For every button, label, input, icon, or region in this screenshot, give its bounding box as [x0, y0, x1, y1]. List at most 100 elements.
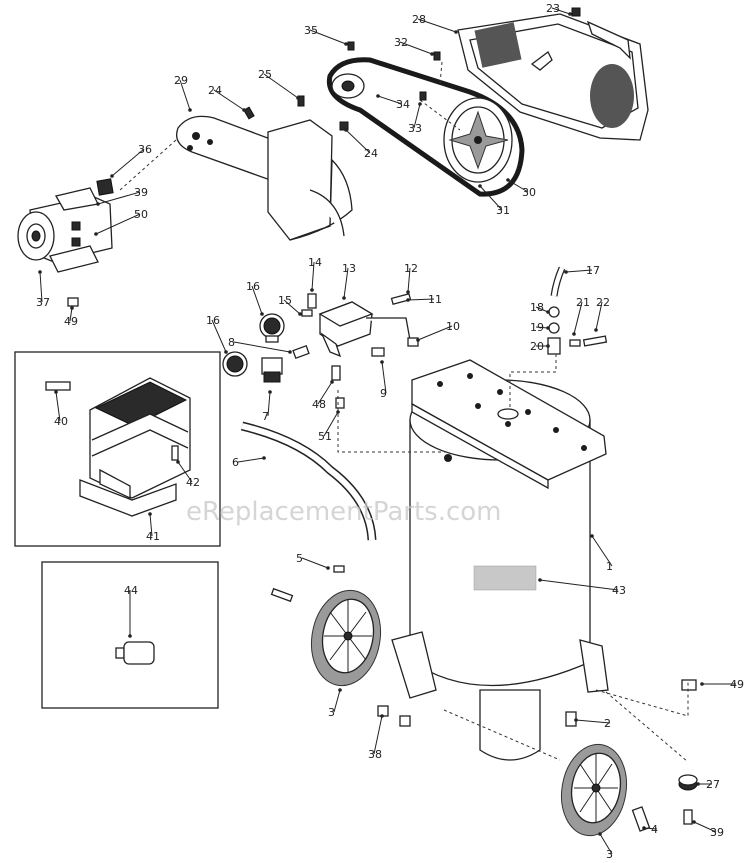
callout-c11[interactable]: 11 — [428, 293, 442, 306]
fittings[interactable] — [292, 292, 419, 409]
leader-c35 — [309, 29, 347, 45]
callout-c51[interactable]: 51 — [318, 430, 332, 443]
callout-c41[interactable]: 41 — [146, 530, 160, 543]
callout-c49b[interactable]: 49 — [730, 678, 744, 691]
pump-fittings[interactable] — [45, 381, 179, 461]
callout-c48[interactable]: 48 — [312, 398, 326, 411]
callout-c42[interactable]: 42 — [186, 476, 200, 489]
pressure-switch[interactable] — [318, 301, 374, 358]
leader-c32 — [399, 41, 433, 55]
callout-c21[interactable]: 21 — [576, 296, 590, 309]
motor-pulley[interactable] — [331, 73, 365, 99]
leader-c7 — [267, 391, 271, 417]
callout-c50[interactable]: 50 — [134, 208, 148, 221]
callout-c30[interactable]: 30 — [522, 186, 536, 199]
arrowhead-c8 — [288, 350, 292, 354]
leader-c42 — [177, 461, 193, 483]
check-valve[interactable] — [547, 306, 608, 355]
callout-c28[interactable]: 28 — [412, 13, 426, 26]
hardware-bolts[interactable] — [67, 297, 698, 832]
compressor-pump[interactable] — [79, 377, 191, 517]
callout-c8[interactable]: 8 — [228, 336, 235, 349]
regulator[interactable] — [261, 357, 283, 383]
callout-c31[interactable]: 31 — [496, 204, 510, 217]
callout-c27[interactable]: 27 — [706, 778, 720, 791]
callout-c3a[interactable]: 3 — [328, 706, 335, 719]
callout-c37[interactable]: 37 — [36, 296, 50, 309]
callout-c24a[interactable]: 24 — [208, 84, 222, 97]
callout-c24b[interactable]: 24 — [364, 147, 378, 160]
air-filter[interactable] — [115, 641, 155, 665]
callout-c15[interactable]: 15 — [278, 294, 292, 307]
callout-c39a[interactable]: 39 — [134, 186, 148, 199]
callout-c9[interactable]: 9 — [380, 387, 387, 400]
callout-c17[interactable]: 17 — [586, 264, 600, 277]
callout-c14[interactable]: 14 — [308, 256, 322, 269]
callout-c6[interactable]: 6 — [232, 456, 239, 469]
callout-c20[interactable]: 20 — [530, 340, 544, 353]
callout-c16a[interactable]: 16 — [246, 280, 260, 293]
leader-c15 — [283, 299, 301, 315]
belt-guard-bracket[interactable] — [175, 115, 353, 241]
leader-c36 — [111, 148, 145, 177]
callout-c38[interactable]: 38 — [368, 748, 382, 761]
callout-c1[interactable]: 1 — [606, 560, 613, 573]
callout-c22[interactable]: 22 — [596, 296, 610, 309]
callout-c49a[interactable]: 49 — [64, 315, 78, 328]
flywheel-pulley[interactable] — [443, 97, 513, 183]
callout-c25[interactable]: 25 — [258, 68, 272, 81]
callout-c35[interactable]: 35 — [304, 24, 318, 37]
arrowhead-c3b — [598, 832, 602, 836]
arrowhead-c37 — [38, 270, 42, 274]
callout-c33[interactable]: 33 — [408, 122, 422, 135]
callout-c7[interactable]: 7 — [262, 410, 269, 423]
unloader-valve[interactable] — [307, 293, 317, 309]
leader-c3b — [599, 833, 613, 855]
arrowhead-c19 — [546, 326, 550, 330]
callout-c43[interactable]: 43 — [612, 584, 626, 597]
leader-c37 — [39, 271, 43, 303]
callout-c10[interactable]: 10 — [446, 320, 460, 333]
electric-motor[interactable] — [17, 178, 114, 273]
arrowhead-c35 — [344, 42, 348, 46]
wheel-left[interactable] — [304, 585, 388, 691]
callout-c44[interactable]: 44 — [124, 584, 138, 597]
pressure-gauge-upper[interactable] — [259, 313, 285, 343]
callout-c2[interactable]: 2 — [604, 717, 611, 730]
callout-c34[interactable]: 34 — [396, 98, 410, 111]
wheel-right[interactable] — [554, 739, 633, 841]
arrowhead-c39a — [96, 202, 100, 206]
leader-c31 — [479, 185, 503, 211]
callout-c29[interactable]: 29 — [174, 74, 188, 87]
callout-c5[interactable]: 5 — [296, 552, 303, 565]
fasteners-top[interactable] — [71, 7, 581, 247]
leader-c49a — [69, 307, 73, 322]
discharge-tube[interactable] — [240, 421, 377, 541]
callout-c19[interactable]: 19 — [530, 321, 544, 334]
filter-inset-frame — [41, 561, 219, 709]
callout-c13[interactable]: 13 — [342, 262, 356, 275]
callout-c23[interactable]: 23 — [546, 2, 560, 15]
callout-c36[interactable]: 36 — [138, 143, 152, 156]
belt-guard-outer[interactable] — [457, 13, 649, 141]
callout-c18[interactable]: 18 — [530, 301, 544, 314]
pressure-gauge-lower[interactable] — [222, 351, 248, 377]
arrowhead-c21 — [572, 332, 576, 336]
leader-c21 — [573, 301, 583, 335]
callout-c12[interactable]: 12 — [404, 262, 418, 275]
callout-c32[interactable]: 32 — [394, 36, 408, 49]
pump-mounting-plate[interactable] — [411, 359, 607, 490]
arrowhead-c24b — [344, 128, 348, 132]
leader-c19 — [535, 326, 549, 329]
arrowhead-c51 — [336, 410, 340, 414]
outlet-tube[interactable] — [550, 266, 566, 297]
callout-c16b[interactable]: 16 — [206, 314, 220, 327]
drive-belt[interactable] — [326, 57, 525, 197]
callout-c3b[interactable]: 3 — [606, 848, 613, 861]
callout-c40[interactable]: 40 — [54, 415, 68, 428]
leader-c48 — [317, 381, 333, 405]
callout-c4[interactable]: 4 — [651, 823, 658, 836]
arrowhead-c39b — [692, 820, 696, 824]
callout-c39b[interactable]: 39 — [710, 826, 724, 839]
leader-c9 — [381, 361, 387, 394]
